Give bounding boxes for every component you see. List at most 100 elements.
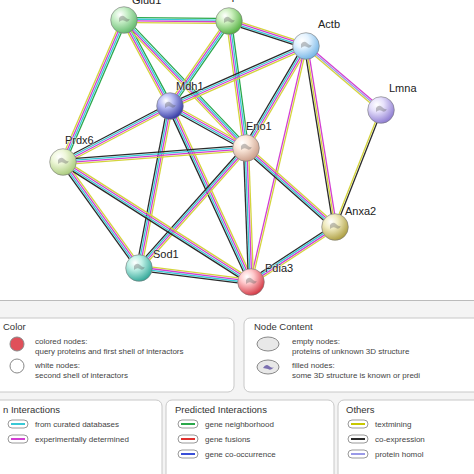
interaction-edge <box>306 59 334 215</box>
legend-heading: Others <box>346 404 375 415</box>
legend-entry: co-expression <box>375 435 425 444</box>
legend-heading: Color <box>3 321 26 332</box>
evidence-line <box>228 34 242 135</box>
legend-entry: gene fusions <box>205 435 250 444</box>
legend-entry: filled nodes: <box>292 361 335 370</box>
evidence-line <box>74 170 240 276</box>
evidence-line <box>76 148 233 160</box>
evidence-line <box>73 171 239 277</box>
node-sphere <box>238 269 265 296</box>
legend-description: some 3D structure is known or predi <box>292 371 420 380</box>
protein-node: Mdh1 <box>156 92 184 120</box>
evidence-line <box>75 167 241 273</box>
evidence-line <box>341 122 377 215</box>
legend-sample-line <box>181 423 195 425</box>
evidence-line <box>76 150 233 162</box>
interaction-edge <box>241 23 295 45</box>
node-sphere <box>216 8 243 35</box>
protein-name: G6pd <box>217 0 244 2</box>
interaction-edge <box>152 267 239 283</box>
evidence-line <box>152 270 238 281</box>
evidence-line <box>241 26 293 43</box>
legend-sample-line <box>181 453 195 455</box>
interaction-edge <box>137 18 216 24</box>
structure-icon <box>58 158 69 164</box>
legend-sample-line <box>351 453 365 455</box>
legend-sample <box>10 359 24 373</box>
legend-entry: gene neighborhood <box>205 420 274 429</box>
structure-icon <box>119 16 130 22</box>
interaction-edge <box>76 146 233 163</box>
legend-sample <box>178 450 198 458</box>
interaction-edge <box>228 34 247 136</box>
legend-heading: Node Content <box>254 321 313 332</box>
protein-node: Glud1 <box>110 6 138 34</box>
legend-box <box>0 318 234 392</box>
legend-entry: colored nodes: <box>35 337 87 346</box>
legend-sample <box>348 435 368 443</box>
protein-name: Prdx6 <box>65 134 94 146</box>
node-circle <box>215 7 243 35</box>
evidence-line <box>232 34 246 135</box>
interaction-edge <box>69 171 134 259</box>
legend-entry: from curated databases <box>35 420 119 429</box>
evidence-line <box>242 24 294 41</box>
legend-description: second shell of interactors <box>35 371 128 380</box>
structure-icon <box>165 102 176 108</box>
evidence-line <box>308 59 333 214</box>
evidence-line <box>315 56 370 103</box>
protein-node: Eno1 <box>232 134 260 162</box>
evidence-line <box>254 159 324 221</box>
node-circle <box>237 268 265 296</box>
legend-sample <box>8 435 28 443</box>
interaction-edge <box>315 53 372 103</box>
legend-panel <box>0 300 474 474</box>
evidence-line <box>137 17 216 19</box>
structure-icon <box>134 264 145 270</box>
legend-sample <box>348 420 368 428</box>
protein-node: Prdx6 <box>49 148 77 176</box>
evidence-line <box>316 54 371 101</box>
evidence-line <box>66 31 117 149</box>
legend-entry: white nodes: <box>35 361 80 370</box>
interaction-edge <box>244 161 253 269</box>
protein-name: Eno1 <box>246 120 272 132</box>
evidence-line <box>182 52 294 102</box>
node-circle <box>367 96 395 124</box>
protein-node: Actb <box>292 32 320 60</box>
legend-description: proteins of unknown 3D structure <box>292 347 409 356</box>
structure-icon <box>301 42 312 48</box>
evidence-line <box>76 146 233 158</box>
evidence-line <box>139 118 165 254</box>
evidence-line <box>73 110 157 154</box>
legend-entry: empty nodes: <box>292 337 340 346</box>
evidence-line <box>306 59 331 214</box>
interaction-edge <box>73 167 242 277</box>
evidence-line <box>255 157 325 219</box>
evidence-line <box>262 235 324 276</box>
structure-icon <box>241 144 252 150</box>
legend-sample-line <box>11 423 25 425</box>
node-circle <box>156 92 184 120</box>
node-sphere <box>233 135 260 162</box>
evidence-line <box>144 119 170 255</box>
evidence-line <box>182 112 235 141</box>
evidence-line <box>146 156 236 257</box>
evidence-line <box>339 122 375 215</box>
node-circle <box>232 134 260 162</box>
evidence-line <box>76 152 233 164</box>
legend-sample-line <box>351 438 365 440</box>
legend-sample-line <box>181 438 195 440</box>
legend-sample <box>257 337 279 351</box>
node-layer: Glud1G6pdActbMdh1LmnaEno1Prdx6Anxa2Sod1P… <box>0 0 474 300</box>
protein-name: Actb <box>318 18 340 30</box>
protein-name: Pdia3 <box>265 262 293 274</box>
node-circle <box>321 213 349 241</box>
evidence-line <box>70 173 131 258</box>
legend-sample <box>10 337 24 351</box>
structure-icon <box>263 365 274 370</box>
node-sphere <box>157 93 184 120</box>
protein-name: Lmna <box>389 82 417 94</box>
